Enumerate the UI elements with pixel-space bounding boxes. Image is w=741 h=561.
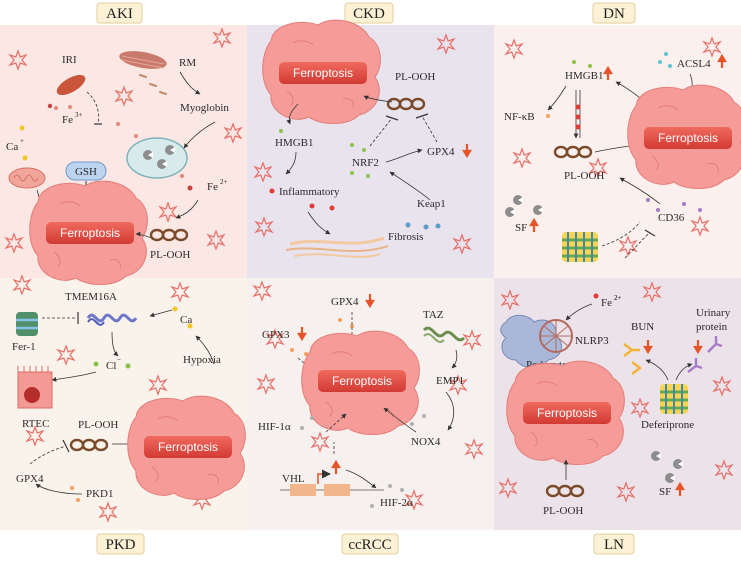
pkd-fer1-label: Fer-1	[12, 341, 36, 353]
aki-rm-label: RM	[179, 57, 196, 69]
ln-bun-label: BUN	[631, 321, 654, 333]
title-tag-pkd: PKD	[96, 533, 145, 555]
aki-myoglobin-label: Myoglobin	[180, 102, 229, 114]
ln-deferiprone-label: Deferiprone	[641, 419, 694, 431]
fer1-channel-icon	[16, 312, 38, 336]
mitochondria-icon	[8, 167, 46, 189]
title-ln: LN	[604, 537, 624, 553]
ln-sf-label: SF	[659, 486, 671, 498]
muscle-icon	[119, 51, 167, 69]
ccrcc-gpx4-label: GPX4	[331, 296, 359, 308]
ccrcc-hif2-label: HIF-2α	[380, 497, 413, 509]
aki-panel: IRI RM Myoglobin Ca + Fe 3+ Fe 2+	[5, 28, 242, 285]
pkd-panel: TMEM16A Fer-1 Ca Hypoxia Cl − RTEC PL-OO…	[12, 275, 246, 522]
dn-hmgb1-label: HMGB1	[565, 70, 604, 82]
fibrosis-fibers	[285, 236, 389, 258]
pkd-hypoxia-label: Hypoxia	[183, 354, 221, 366]
title-aki: AKI	[106, 6, 133, 22]
ckd-inflammatory-label: Inflammatory	[279, 186, 340, 198]
ckd-panel: Ferroptosis PL-OOH HMGB1 Inflammatory Fi…	[254, 19, 472, 258]
aki-gsh-label: GSH	[75, 166, 97, 178]
ccrcc-gpx3-label: GPX3	[262, 329, 290, 341]
ln-nlrp3-label: NLRP3	[575, 335, 609, 347]
bun-molecule-icon	[623, 343, 642, 375]
ccrcc-taz-label: TAZ	[423, 309, 444, 321]
aki-fe2-label: Fe	[207, 181, 218, 193]
rtec-cell-icon	[17, 366, 53, 409]
pkd-tmem-label: TMEM16A	[65, 291, 117, 303]
title-pkd: PKD	[105, 537, 135, 553]
tmem16a-channel-icon	[86, 313, 138, 326]
ln-urinary-label: Urinary	[696, 307, 731, 319]
title-tag-dn: DN	[592, 2, 636, 24]
taz-protein-icon	[422, 326, 466, 343]
gsh-box: GSH	[65, 161, 107, 181]
ln-fe2-label: Fe	[601, 297, 612, 309]
svg-text:−: −	[117, 356, 121, 364]
ccrcc-ferroptosis-label: Ferroptosis	[332, 374, 392, 388]
ckd-fibrosis-label: Fibrosis	[388, 231, 423, 243]
ckd-ferroptosis-label: Ferroptosis	[293, 66, 353, 80]
title-dn: DN	[603, 6, 625, 22]
pkd-rtec-label: RTEC	[22, 418, 49, 430]
lysosome-icon	[126, 137, 188, 179]
pkd-ca-label: Ca	[180, 314, 192, 326]
ckd-gpx4-label: GPX4	[427, 146, 455, 158]
title-tag-ln: LN	[593, 533, 635, 555]
svg-text:3+: 3+	[75, 111, 83, 119]
ccrcc-emp1-label: EMP1	[436, 375, 464, 387]
iri-cell-shape	[56, 74, 86, 96]
title-tag-ccrcc: ccRCC	[341, 533, 399, 555]
aki-ferroptosis-label: Ferroptosis	[60, 226, 120, 240]
aki-plooh-label: PL-OOH	[150, 249, 190, 261]
ckd-keap1-label: Keap1	[417, 198, 446, 210]
pkd-cl-label: Cl	[106, 360, 116, 372]
svg-text:2+: 2+	[220, 178, 228, 186]
svg-text:+: +	[20, 137, 24, 145]
pkd-ferroptosis-label: Ferroptosis	[158, 440, 218, 454]
ln-plooh-label: PL-OOH	[543, 505, 583, 517]
ccrcc-hif1-label: HIF-1α	[258, 421, 291, 433]
dn-cd36-label: CD36	[658, 212, 685, 224]
ckd-plooh-label: PL-OOH	[395, 71, 435, 83]
dn-nfkb-label: NF-κB	[504, 111, 535, 123]
ckd-hmgb1-label: HMGB1	[275, 137, 314, 149]
title-tag-aki: AKI	[96, 2, 143, 24]
podocyte-icon	[500, 314, 573, 368]
channel-icon	[562, 232, 598, 262]
dn-acsl4-label: ACSL4	[677, 58, 711, 70]
deferiprone-channel-icon	[660, 384, 688, 414]
pkd-plooh-label: PL-OOH	[78, 419, 118, 431]
pkd-gpx4-label: GPX4	[16, 473, 44, 485]
svg-text:2+: 2+	[614, 294, 622, 302]
aki-fe3-label: Fe	[62, 114, 73, 126]
dn-plooh-label: PL-OOH	[564, 170, 604, 182]
dn-sf-label: SF	[515, 222, 527, 234]
dn-panel: HMGB1 ACSL4 NF-κB PL-OOH Ferroptosis SF …	[504, 37, 741, 262]
ln-ferroptosis-label: Ferroptosis	[537, 406, 597, 420]
ln-protein-label: protein	[696, 321, 728, 333]
ln-panel: Fe 2+ Podocyte NLRP3 Ferroptosis BUN Uri…	[499, 282, 733, 517]
pkd-pkd1-label: PKD1	[86, 488, 114, 500]
title-ckd: CKD	[353, 6, 385, 22]
ccrcc-nox4-label: NOX4	[411, 436, 441, 448]
ccrcc-vhl-label: VHL	[282, 473, 305, 485]
dn-ferroptosis-label: Ferroptosis	[658, 131, 718, 145]
aki-ca-label: Ca	[6, 141, 18, 153]
protein-icon	[687, 336, 723, 373]
vhl-gene-icon	[280, 469, 384, 496]
ckd-nrf2-label: NRF2	[352, 157, 379, 169]
aki-iri-label: IRI	[62, 54, 77, 66]
ccrcc-panel: GPX4 GPX3 Ferroptosis TAZ EMP1 NOX4 HIF-…	[253, 281, 483, 510]
title-ccrcc: ccRCC	[348, 537, 391, 553]
title-tag-ckd: CKD	[344, 2, 394, 24]
